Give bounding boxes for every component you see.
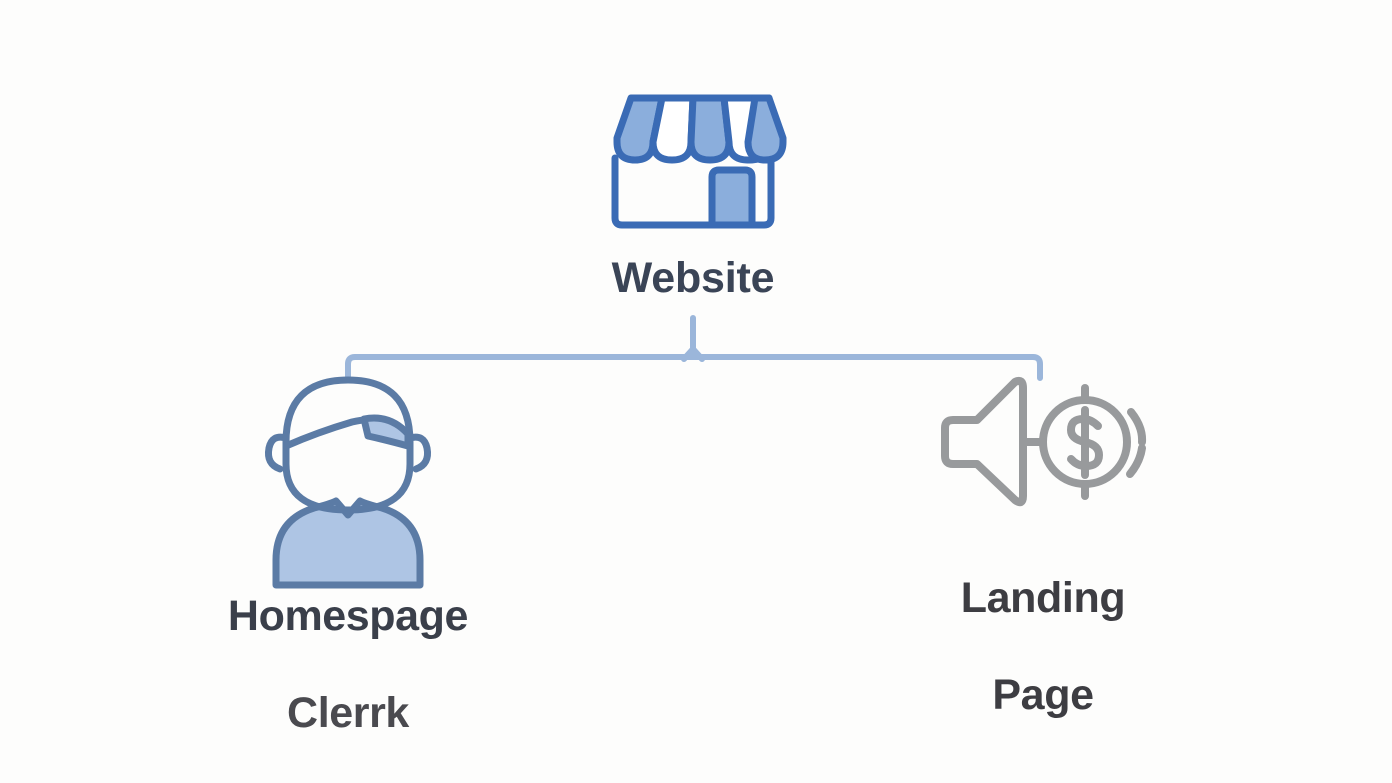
person-ear-right — [406, 433, 431, 473]
connector-junction-right — [690, 346, 705, 362]
node-homepage-clerk-label: Homespage Clerrk — [227, 547, 469, 783]
node-website[interactable]: Website — [493, 82, 893, 301]
node-homepage-clerk[interactable]: Homespage Clerrk — [148, 360, 548, 783]
node-homepage-clerk-label-line2: Clerrk — [287, 689, 409, 738]
connector-junction-left — [681, 346, 696, 362]
node-homepage-clerk-label-line1: Homespage — [227, 592, 469, 641]
sound-wave-arc-inner — [1126, 444, 1146, 478]
sound-wave-arc-outer — [1127, 408, 1147, 446]
diagram-canvas: Website H — [228, 82, 1147, 737]
person-ear-left — [265, 433, 290, 473]
megaphone-dollar-target-icon — [933, 372, 1153, 517]
awning-panel-right — [744, 94, 787, 164]
storefront-icon — [593, 82, 793, 247]
speaker-horn — [941, 376, 1027, 507]
node-landing-page-label-line2: Page — [992, 671, 1094, 720]
person-hair-wedge — [360, 414, 412, 450]
node-landing-page-label: Landing Page — [960, 529, 1126, 765]
store-body — [611, 154, 775, 229]
node-website-label: Website — [611, 254, 775, 302]
store-door — [708, 166, 756, 229]
node-landing-page-label-line1: Landing — [960, 574, 1126, 623]
node-landing-page[interactable]: Landing Page — [843, 372, 1243, 765]
awning-panel-2 — [649, 94, 697, 164]
person-clerk-icon — [218, 360, 478, 595]
